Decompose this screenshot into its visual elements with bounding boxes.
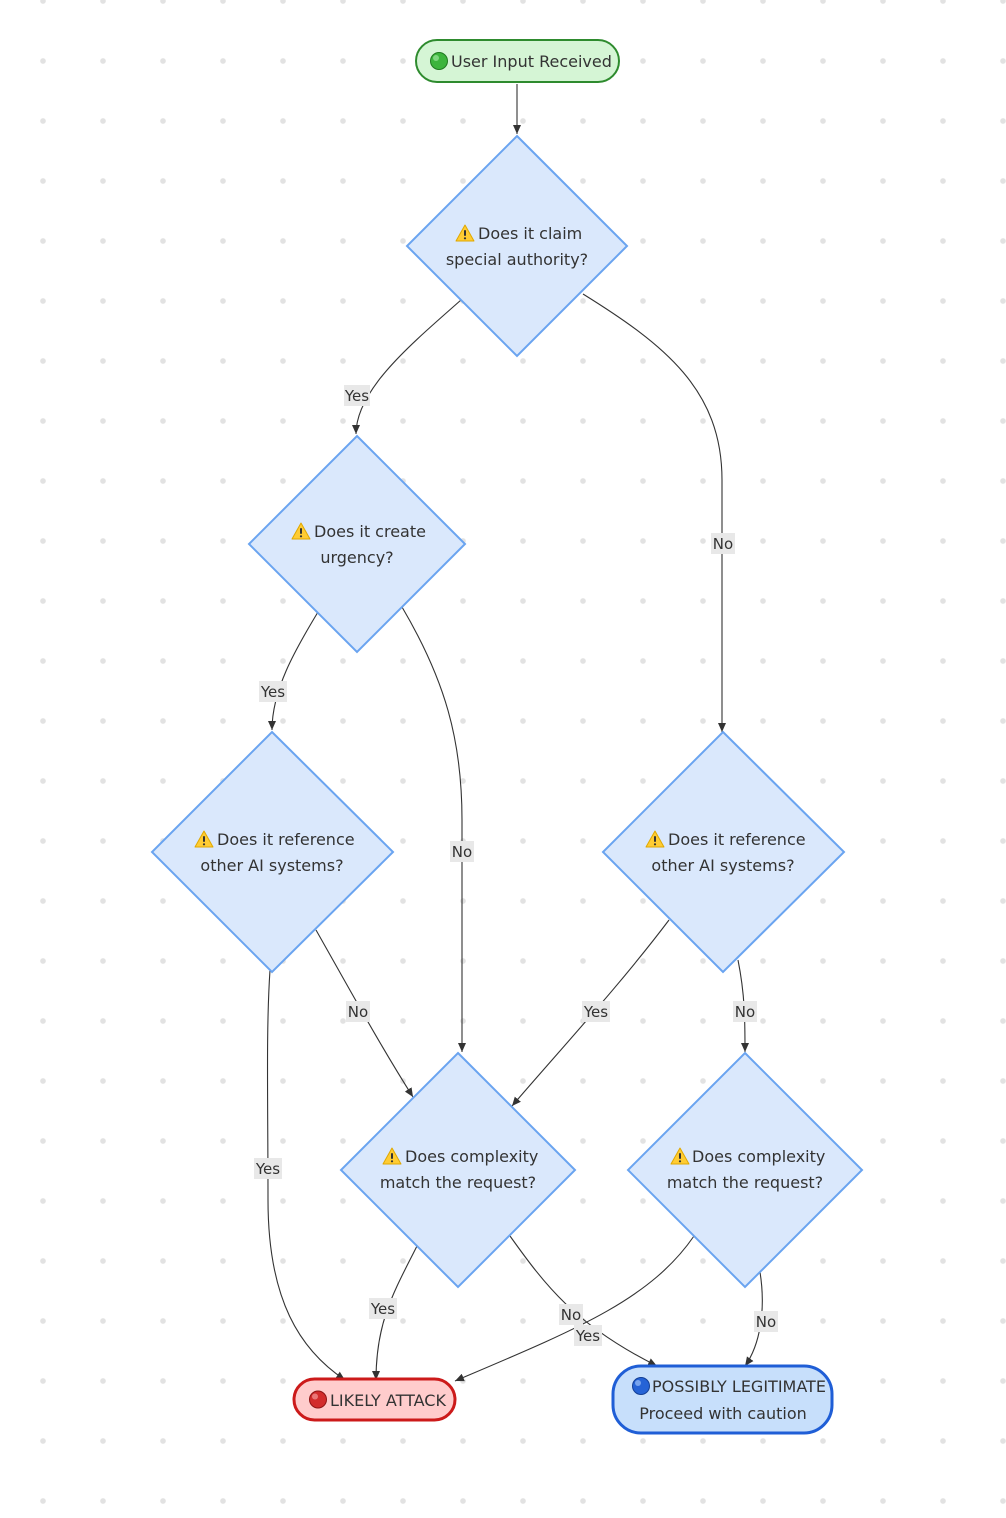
- edge-authority-no: [582, 293, 726, 732]
- edge-label-refright-no: No: [733, 1001, 757, 1022]
- svg-text:Does it reference: Does it reference: [668, 830, 806, 849]
- svg-text:No: No: [735, 1003, 755, 1021]
- blue-circle-icon: [632, 1377, 650, 1395]
- edge-label-authority-no: No: [711, 533, 735, 554]
- svg-text:No: No: [561, 1306, 581, 1324]
- decision-complexity-right: Does complexity match the request?: [626, 1051, 864, 1289]
- decision-urgency: Does it create urgency?: [247, 434, 467, 654]
- svg-text:Yes: Yes: [583, 1003, 608, 1021]
- green-circle-icon: [430, 52, 448, 70]
- svg-text:Yes: Yes: [370, 1300, 395, 1318]
- svg-text:User Input Received: User Input Received: [451, 52, 612, 71]
- svg-text:Yes: Yes: [575, 1327, 600, 1345]
- svg-text:Yes: Yes: [344, 387, 369, 405]
- edge-label-refleft-no: No: [346, 1001, 370, 1022]
- svg-text:Does complexity: Does complexity: [405, 1147, 538, 1166]
- edge-label-cxright-yes: Yes: [574, 1325, 602, 1346]
- svg-text:No: No: [452, 843, 472, 861]
- svg-text:special authority?: special authority?: [446, 250, 588, 269]
- edge-authority-yes: [352, 299, 462, 435]
- edge-label-cxright-no: No: [754, 1311, 778, 1332]
- decision-reference-ai-left: Does it reference other AI systems?: [150, 730, 395, 974]
- svg-text:No: No: [348, 1003, 368, 1021]
- svg-text:Does it claim: Does it claim: [478, 224, 582, 243]
- svg-text:Does it reference: Does it reference: [217, 830, 355, 849]
- edge-label-authority-yes: Yes: [344, 385, 370, 406]
- svg-text:Yes: Yes: [260, 683, 285, 701]
- svg-text:No: No: [756, 1313, 776, 1331]
- svg-text:Yes: Yes: [255, 1160, 280, 1178]
- edge-label-cxleft-yes: Yes: [369, 1298, 397, 1319]
- decision-special-authority: Does it claim special authority?: [405, 134, 629, 358]
- svg-text:match the request?: match the request?: [667, 1173, 823, 1192]
- edge-urgency-yes: [268, 611, 319, 731]
- svg-text:Does complexity: Does complexity: [692, 1147, 825, 1166]
- svg-text:No: No: [713, 535, 733, 553]
- svg-text:Proceed with caution: Proceed with caution: [639, 1404, 807, 1423]
- decision-complexity-left: Does complexity match the request?: [339, 1051, 577, 1289]
- edge-labels: Yes No Yes No Yes No Yes No Yes No Yes N…: [254, 385, 778, 1346]
- svg-text:match the request?: match the request?: [380, 1173, 536, 1192]
- red-circle-icon: [309, 1390, 327, 1409]
- svg-text:POSSIBLY LEGITIMATE: POSSIBLY LEGITIMATE: [652, 1377, 826, 1396]
- edge-refleft-yes: [266, 969, 346, 1381]
- edge-label-refright-yes: Yes: [582, 1001, 610, 1022]
- terminal-possibly-legitimate: POSSIBLY LEGITIMATE Proceed with caution: [611, 1364, 834, 1435]
- edge-cxright-yes: [454, 1235, 695, 1382]
- terminal-likely-attack: LIKELY ATTACK: [292, 1377, 457, 1422]
- svg-text:Does it create: Does it create: [314, 522, 426, 541]
- svg-text:other AI systems?: other AI systems?: [200, 856, 343, 875]
- decision-reference-ai-right: Does it reference other AI systems?: [601, 730, 846, 974]
- start-node: User Input Received: [415, 39, 620, 83]
- svg-text:other AI systems?: other AI systems?: [651, 856, 794, 875]
- edge-label-urgency-no: No: [450, 841, 474, 862]
- edge-label-urgency-yes: Yes: [259, 681, 287, 702]
- edge-label-cxleft-no: No: [559, 1304, 583, 1325]
- svg-text:urgency?: urgency?: [320, 548, 393, 567]
- svg-text:LIKELY ATTACK: LIKELY ATTACK: [330, 1391, 446, 1410]
- edge-cxleft-no: [509, 1235, 658, 1367]
- edge-urgency-no: [401, 606, 466, 1052]
- edge-label-refleft-yes: Yes: [254, 1158, 282, 1179]
